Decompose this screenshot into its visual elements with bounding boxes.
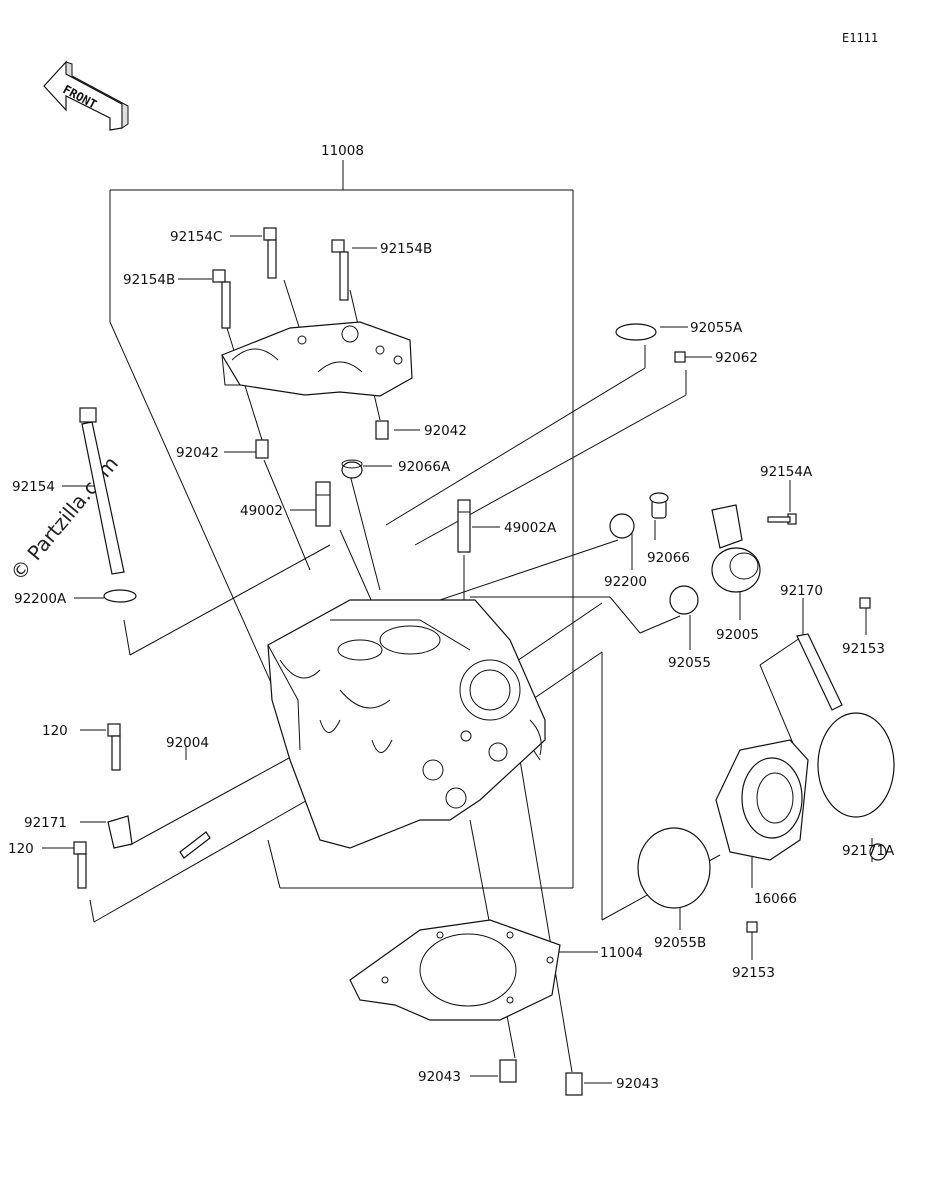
dowel-92042-right <box>375 420 389 440</box>
holder-16066 <box>715 739 809 861</box>
gasket-92200 <box>609 513 635 539</box>
label-92200a: 92200A <box>14 591 67 607</box>
label-49002a: 49002A <box>504 520 557 536</box>
bolt-120-top <box>107 723 121 771</box>
label-16066: 16066 <box>754 891 797 907</box>
guide-49002a <box>457 499 471 553</box>
cap-92066 <box>649 492 669 519</box>
label-92154a: 92154A <box>760 464 813 480</box>
label-11008: 11008 <box>321 143 364 159</box>
o-ring-92055b <box>637 827 711 909</box>
assembly-bracket-11008 <box>109 160 574 889</box>
label-92004: 92004 <box>166 735 209 751</box>
plug-92062 <box>674 351 686 363</box>
label-92170: 92170 <box>780 583 823 599</box>
label-92066: 92066 <box>647 550 690 566</box>
cylinder-head-11008 <box>267 599 546 849</box>
label-92154b-top: 92154B <box>380 241 432 257</box>
front-arrow-icon: FRONT <box>43 60 129 131</box>
label-49002: 49002 <box>240 503 283 519</box>
label-120-top: 120 <box>42 723 68 739</box>
label-92043-left: 92043 <box>418 1069 461 1085</box>
guide-49002 <box>315 481 331 527</box>
label-92171a: 92171A <box>842 843 895 859</box>
seal-92066a <box>341 459 363 479</box>
label-120-bottom: 120 <box>8 841 34 857</box>
o-ring-92055 <box>669 585 699 615</box>
label-92171: 92171 <box>24 815 67 831</box>
label-92005: 92005 <box>716 627 759 643</box>
label-92042-left: 92042 <box>176 445 219 461</box>
label-92042-right: 92042 <box>424 423 467 439</box>
label-92200: 92200 <box>604 574 647 590</box>
stud-92004 <box>179 831 211 859</box>
bolt-92154c <box>263 227 277 279</box>
label-92154: 92154 <box>12 479 55 495</box>
o-ring-92055a <box>615 323 657 341</box>
clamp-92171 <box>107 815 133 849</box>
label-92154b-left: 92154B <box>123 272 175 288</box>
gasket-11004 <box>349 919 561 1021</box>
label-92055b: 92055B <box>654 935 706 951</box>
fitting-92005 <box>711 504 761 593</box>
label-92043-right: 92043 <box>616 1076 659 1092</box>
bolt-120-bottom <box>73 841 87 889</box>
bracket-92170 <box>796 633 843 711</box>
dowel-92043-left <box>499 1059 517 1083</box>
camshaft-cap <box>221 321 413 397</box>
label-92153-top: 92153 <box>842 641 885 657</box>
bolt-92154a <box>767 513 797 525</box>
label-92154c: 92154C <box>170 229 222 245</box>
screw-92171a <box>869 843 887 861</box>
bolt-92154b-left <box>212 269 231 329</box>
diagram-code: E1111 <box>842 31 878 45</box>
washer-92200a <box>103 589 137 603</box>
dowel-92042-left <box>255 439 269 459</box>
bolt-92153-top <box>859 597 871 609</box>
dowel-92043-right <box>565 1072 583 1096</box>
label-92153-bottom: 92153 <box>732 965 775 981</box>
label-92062: 92062 <box>715 350 758 366</box>
bolt-92154b-top <box>331 239 349 301</box>
bolt-92153-bottom <box>746 921 758 933</box>
bolt-92154 <box>79 407 125 575</box>
label-92055a: 92055A <box>690 320 743 336</box>
label-92055: 92055 <box>668 655 711 671</box>
clamp-92171a <box>817 712 895 818</box>
label-92066a: 92066A <box>398 459 451 475</box>
label-11004: 11004 <box>600 945 643 961</box>
